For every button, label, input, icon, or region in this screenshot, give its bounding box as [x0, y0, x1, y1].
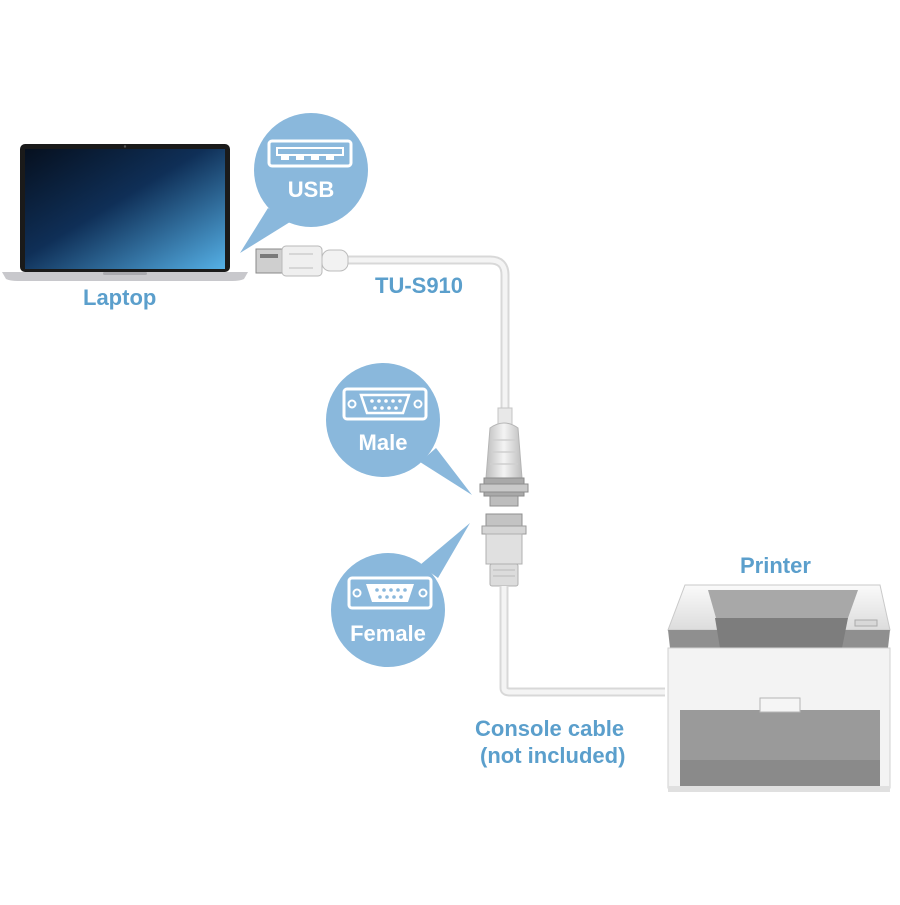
usb-label: USB [287, 177, 335, 202]
usb-port-icon [267, 139, 353, 168]
db9-male-port-icon [342, 387, 428, 421]
printer-paper-tray [680, 710, 880, 760]
usb-bubble [240, 113, 368, 253]
laptop-label: Laptop [83, 285, 157, 310]
female-label: Female [350, 621, 426, 646]
db9-female-connector [481, 513, 527, 587]
male-bubble [326, 363, 472, 495]
laptop-screen [25, 149, 225, 269]
printer-output-tray [708, 590, 858, 618]
male-label: Male [358, 430, 408, 455]
console-cable [499, 586, 665, 697]
laptop [2, 144, 248, 281]
laptop-base [2, 272, 248, 281]
printer-button [854, 619, 878, 627]
printer [667, 584, 891, 792]
printer-label: Printer [740, 553, 811, 578]
usb-plug [255, 245, 349, 277]
db9-female-port-icon [347, 576, 433, 610]
female-bubble [331, 523, 470, 667]
camera-icon [123, 145, 127, 148]
db9-adapter [479, 407, 529, 507]
console-cable-label: Console cable [475, 716, 625, 741]
model-label: TU-S910 [375, 273, 464, 298]
console-cable-note: (not included) [480, 743, 626, 768]
laptop-notch [103, 272, 147, 275]
